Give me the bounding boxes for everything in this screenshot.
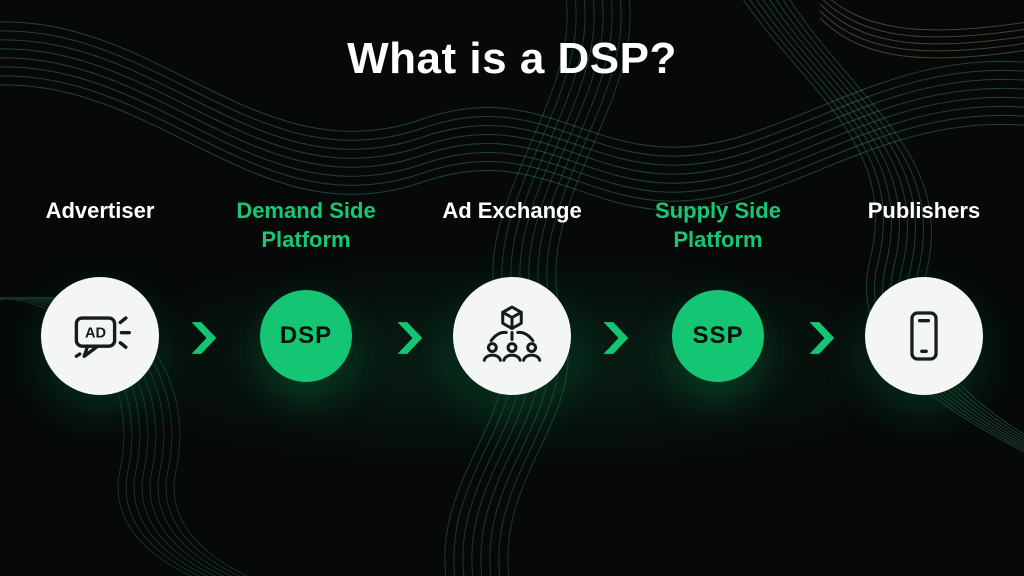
dsp-flow-diagram: Advertiser AD xyxy=(0,196,1024,406)
node-ssp: Supply Side Platform SSP xyxy=(639,196,797,406)
flow-arrow-2 xyxy=(385,320,433,356)
ad-speech-bubble-icon: AD xyxy=(74,316,131,358)
ad-exchange-network-icon xyxy=(482,305,542,362)
dsp-badge: DSP xyxy=(279,322,333,349)
flow-arrow-1 xyxy=(179,320,227,356)
ssp-circle-wrap: SSP xyxy=(672,266,764,406)
ssp-circle: SSP xyxy=(672,290,764,382)
smartphone-icon xyxy=(910,311,938,361)
node-publishers: Publishers xyxy=(845,196,1003,406)
node-label-ssp: Supply Side Platform xyxy=(655,198,781,253)
ad-exchange-circle-wrap xyxy=(453,266,571,406)
publishers-circle xyxy=(865,277,983,395)
chevron-right-icon xyxy=(397,322,423,354)
chevron-right-icon xyxy=(603,322,629,354)
node-label-dsp: Demand Side Platform xyxy=(236,198,376,253)
publishers-circle-wrap xyxy=(865,266,983,406)
node-label-publishers: Publishers xyxy=(867,198,981,223)
advertiser-circle: AD xyxy=(41,277,159,395)
node-label-advertiser: Advertiser xyxy=(45,198,155,223)
chevron-right-icon xyxy=(809,322,835,354)
flow-arrow-4 xyxy=(797,320,845,356)
dsp-circle: DSP xyxy=(260,290,352,382)
node-ad-exchange: Ad Exchange xyxy=(433,196,591,406)
svg-text:AD: AD xyxy=(85,326,106,342)
dsp-circle-wrap: DSP xyxy=(260,266,352,406)
node-dsp: Demand Side Platform DSP xyxy=(227,196,385,406)
chevron-right-icon xyxy=(191,322,217,354)
node-label-ad-exchange: Ad Exchange xyxy=(442,198,582,223)
ad-exchange-circle xyxy=(453,277,571,395)
flow-arrow-3 xyxy=(591,320,639,356)
page-title: What is a DSP? xyxy=(347,34,677,83)
advertiser-circle-wrap: AD xyxy=(41,266,159,406)
node-advertiser: Advertiser AD xyxy=(21,196,179,406)
ssp-badge: SSP xyxy=(692,322,744,349)
